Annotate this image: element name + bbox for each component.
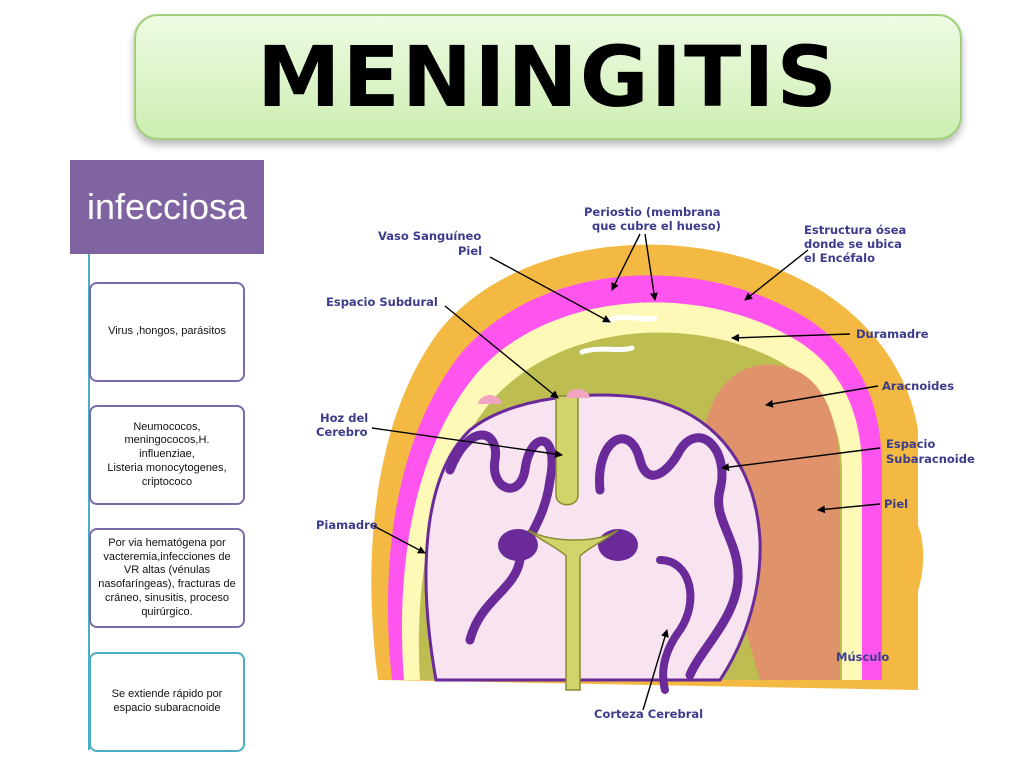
gyri-folds <box>595 433 743 680</box>
label-subdural: Espacio Subdural <box>326 295 438 309</box>
label-periostio-2: que cubre el hueso) <box>592 219 721 233</box>
leader-line <box>731 333 851 342</box>
card-agents: Neumococos, meningococos,H. influenziae,… <box>89 405 245 505</box>
leader-line <box>489 256 611 323</box>
gyri-folds <box>445 430 557 645</box>
label-vaso: Vaso Sanguíneo <box>378 229 481 243</box>
label-piel-right: Piel <box>884 497 908 511</box>
cutaway-region <box>700 364 840 680</box>
ventricle-right <box>598 529 638 561</box>
label-estructura-3: el Encéfalo <box>804 251 875 265</box>
falx-tip <box>566 389 590 398</box>
label-periostio-1: Periostio (membrana <box>584 205 721 219</box>
leader-line <box>765 385 879 408</box>
leader-line <box>817 503 881 514</box>
label-subaracnoide-2: Subaracnoide <box>886 452 975 466</box>
vessel <box>579 345 635 355</box>
leader-line <box>642 629 669 711</box>
page-title: MENINGITIS <box>256 28 840 126</box>
gyri-folds <box>656 556 695 694</box>
label-estructura-2: donde se ubica <box>804 237 902 251</box>
category-label: infecciosa <box>86 186 248 227</box>
label-subaracnoide-1: Espacio <box>886 437 935 451</box>
ventricle-system <box>527 529 619 691</box>
label-musculo: Músculo <box>836 650 889 664</box>
leader-line <box>721 447 881 472</box>
label-duramadre: Duramadre <box>856 327 929 341</box>
card-text: Listeria monocytogenes, criptococo <box>107 461 227 488</box>
card-spread: Se extiende rápido por espacio subaracno… <box>89 652 245 752</box>
brain-region <box>424 393 762 682</box>
leader-line <box>744 249 809 301</box>
leader-line <box>444 305 559 399</box>
leader-line <box>644 233 658 301</box>
falx-cerebri <box>555 395 579 506</box>
card-causes: Virus ,hongos, parásitos <box>89 282 245 382</box>
leader-line <box>371 524 426 554</box>
card-text: Se extiende rápido por espacio subaracno… <box>111 688 223 714</box>
falx-tip <box>478 395 502 404</box>
label-corteza: Corteza Cerebral <box>594 707 703 721</box>
label-piamadre: Piamadre <box>316 518 378 532</box>
label-hoz-2: Cerebro <box>316 425 368 439</box>
category-box: infecciosa <box>70 160 264 254</box>
leader-line <box>371 427 563 458</box>
ventricle-left <box>498 529 538 561</box>
label-piel-top: Piel <box>458 244 482 258</box>
card-routes: Por via hematógena por vacteremia,infecc… <box>89 528 245 628</box>
leader-line <box>611 233 641 291</box>
card-text: Neumococos, meningococos,H. influenziae, <box>124 420 210 461</box>
meninges-diagram: Vaso Sanguíneo Piel Periostio (membrana … <box>316 205 975 721</box>
title-banner: MENINGITIS <box>134 14 962 140</box>
label-aracnoides: Aracnoides <box>882 379 954 393</box>
card-text: Virus ,hongos, parásitos <box>108 325 226 338</box>
card-text: Por via hematógena por vacteremia,infecc… <box>98 536 236 618</box>
label-hoz-1: Hoz del <box>320 411 368 425</box>
connector-line <box>88 254 90 750</box>
label-estructura-1: Estructura ósea <box>804 223 906 237</box>
